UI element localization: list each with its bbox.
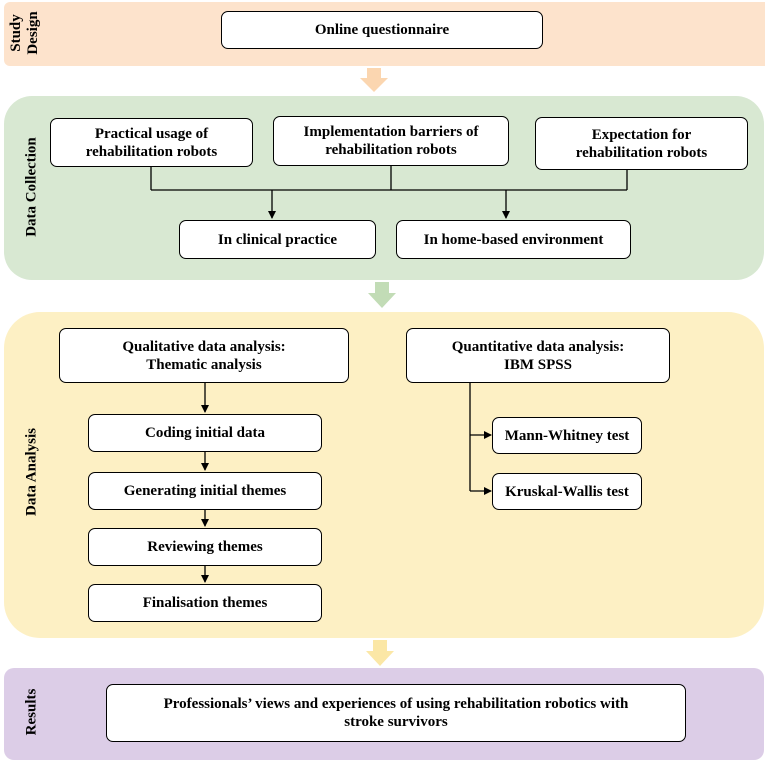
setting-home-based-box: In home-based environment xyxy=(396,220,631,259)
step-finalisation-box: Finalisation themes xyxy=(88,584,322,622)
qualitative-analysis-line2: Thematic analysis xyxy=(146,356,262,373)
study-design-label: Study Design xyxy=(8,11,42,54)
topic-implementation-barriers-box: Implementation barriers of rehabilitatio… xyxy=(273,116,509,166)
quantitative-analysis-line2: IBM SPSS xyxy=(504,356,572,373)
step-reviewing-box: Reviewing themes xyxy=(88,528,322,566)
topic-expectation-box: Expectation for rehabilitation robots xyxy=(535,117,748,170)
topic-practical-usage-line2: rehabilitation robots xyxy=(85,143,218,160)
results-label: Results xyxy=(23,688,40,736)
setting-clinical-practice-box: In clinical practice xyxy=(179,220,376,259)
study-design-label-line2: Design xyxy=(25,11,41,55)
topic-expectation-line1: Expectation for xyxy=(591,126,692,143)
qualitative-analysis-box: Qualitative data analysis: Thematic anal… xyxy=(59,328,349,383)
results-line2: stroke survivors xyxy=(344,714,448,730)
qualitative-analysis-line1: Qualitative data analysis: xyxy=(122,338,286,355)
arrow-design-to-collection xyxy=(360,68,388,92)
topic-implementation-barriers-line2: rehabilitation robots xyxy=(325,142,457,158)
test-mann-whitney-box: Mann-Whitney test xyxy=(492,417,642,454)
study-design-label-line1: Study xyxy=(8,14,24,52)
data-collection-label: Data Collection xyxy=(23,137,40,237)
results-box: Professionals’ views and experiences of … xyxy=(106,684,686,742)
step-coding-box: Coding initial data xyxy=(88,414,322,452)
step-generating-box: Generating initial themes xyxy=(88,472,322,510)
test-kruskal-wallis-box: Kruskal-Wallis test xyxy=(492,473,642,510)
quantitative-analysis-line1: Quantitative data analysis: xyxy=(451,338,625,355)
topic-practical-usage-line1: Practical usage of xyxy=(94,125,209,142)
results-line1: Professionals’ views and experiences of … xyxy=(163,696,629,712)
arrow-collection-to-analysis xyxy=(368,282,396,308)
topic-expectation-line2: rehabilitation robots xyxy=(575,144,708,161)
online-questionnaire-box: Online questionnaire xyxy=(221,11,543,49)
arrow-analysis-to-results xyxy=(366,640,394,666)
topic-implementation-barriers-line1: Implementation barriers of xyxy=(303,124,479,140)
topic-practical-usage-box: Practical usage of rehabilitation robots xyxy=(50,118,253,167)
data-analysis-label: Data Analysis xyxy=(23,428,40,516)
quantitative-analysis-box: Quantitative data analysis: IBM SPSS xyxy=(406,328,670,383)
